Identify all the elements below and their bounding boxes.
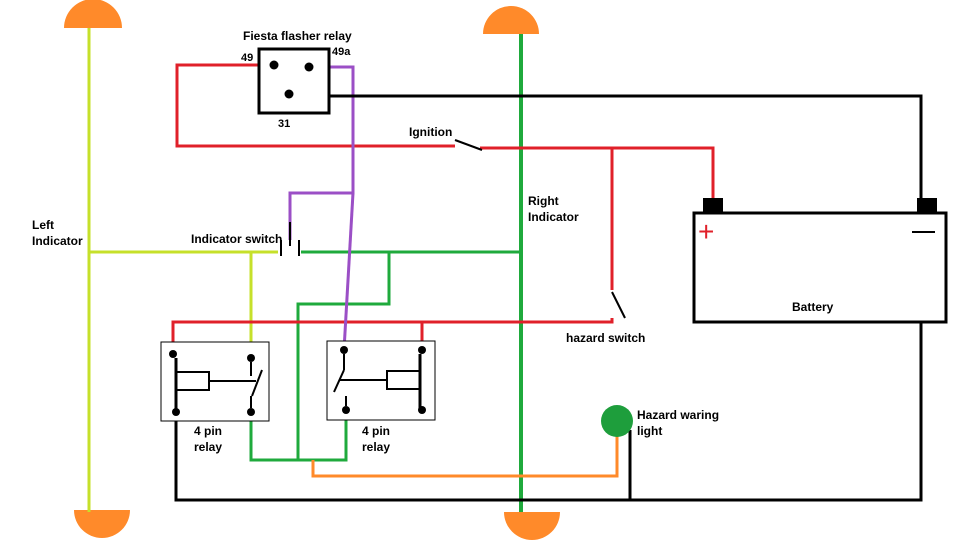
left-4pin-relay: 4 pin relay <box>160 341 270 454</box>
right-indicator-label-line1: Right <box>528 194 559 208</box>
left-relay-label-line2: relay <box>194 440 222 454</box>
left-indicator-label-line1: Left <box>32 218 54 232</box>
ignition-to-battery-wire <box>480 146 715 200</box>
flasher-pin-49a <box>304 62 314 72</box>
hazard-switch: hazard switch <box>566 291 645 345</box>
right-4pin-relay: 4 pin relay <box>326 340 436 454</box>
left-relay-label-line1: 4 pin <box>194 424 222 438</box>
right-indicator-label-line2: Indicator <box>528 210 579 224</box>
right-relay-pin-tl <box>340 346 348 354</box>
left-relay-pin-tr <box>247 354 255 362</box>
ignition-switch: Ignition <box>409 125 483 151</box>
ignition-switch-lever <box>454 139 483 151</box>
indicator-switch-label: Indicator switch <box>191 232 282 246</box>
right-relay-feed-wire <box>249 252 391 462</box>
left-relay-pin-tl <box>169 350 177 358</box>
battery-positive-terminal <box>703 198 723 213</box>
flasher-49a-to-relay-wire <box>342 192 355 351</box>
left-indicator-label-line2: Indicator <box>32 234 83 248</box>
flasher-relay-body <box>257 47 331 115</box>
hazard-light-wire <box>311 432 619 478</box>
hazard-warning-light: Hazard waring light <box>601 405 719 438</box>
battery-negative-terminal <box>917 198 937 213</box>
right-relay-pin-bl <box>342 406 350 414</box>
hazard-relay-coil-wire <box>171 318 614 352</box>
flasher-pin-49a-label: 49a <box>332 46 351 58</box>
hazard-switch-lever <box>611 291 626 319</box>
flasher-49-feed-wire <box>175 63 455 148</box>
battery-plus-sign: + <box>698 216 714 247</box>
flasher-pin-49-label: 49 <box>241 52 253 64</box>
ignition-label: Ignition <box>409 125 452 139</box>
right-indicator-top-lamp <box>483 6 539 34</box>
battery-body <box>692 211 948 324</box>
right-relay-label-line1: 4 pin <box>362 424 390 438</box>
hazard-light-label-line1: Hazard waring <box>637 408 719 422</box>
flasher-relay: Fiesta flasher relay 49 49a 31 <box>241 29 352 130</box>
flasher-pin-49 <box>269 60 279 70</box>
left-indicator-bottom-lamp <box>74 510 130 538</box>
left-indicator-top-lamp <box>64 0 122 28</box>
hazard-light-label-line2: light <box>637 424 662 438</box>
battery-label: Battery <box>792 300 834 314</box>
flasher-relay-title: Fiesta flasher relay <box>243 29 352 43</box>
right-relay-contact-switch <box>333 369 345 393</box>
flasher-pin-31-label: 31 <box>278 118 290 130</box>
indicator-switch: Indicator switch <box>191 222 300 256</box>
hazard-light-lamp <box>601 405 633 437</box>
right-relay-pin-tr <box>418 346 426 354</box>
right-indicator-bottom-lamp <box>504 512 560 540</box>
hazard-switch-label: hazard switch <box>566 331 645 345</box>
left-relay-pin-bl <box>172 408 180 416</box>
left-relay-pin-br <box>247 408 255 416</box>
flasher-31-ground-wire <box>174 94 923 502</box>
left-relay-contact-switch <box>251 369 263 397</box>
battery: + Battery <box>692 198 948 324</box>
right-relay-label-line2: relay <box>362 440 390 454</box>
flasher-pin-31 <box>284 89 294 99</box>
